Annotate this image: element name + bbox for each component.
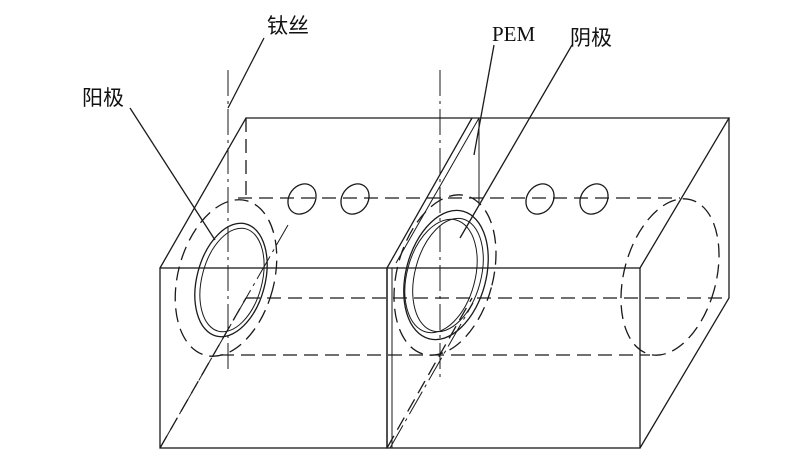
pem-sheet-top [395, 117, 480, 264]
top-face [159, 117, 731, 269]
anode-port-1 [287, 183, 317, 215]
cathode-port-1 [525, 183, 555, 215]
separator-top-edge [386, 117, 473, 269]
anode-label: 阳极 [82, 86, 124, 110]
mid-diagonal-centerline [389, 302, 474, 449]
cathode-bore-outline-hidden [393, 194, 497, 356]
titanium-wire-label: 钛丝 [267, 14, 309, 38]
cathode-ring-inner [412, 217, 484, 333]
hidden-mid-bottom-diagonal [386, 297, 473, 449]
anode-bore-outline-hidden [174, 199, 278, 357]
titanium-wire-leader-line [227, 37, 265, 109]
anode-block-front-face [159, 267, 388, 449]
anode-ring-outer [194, 222, 268, 338]
cathode-leader-line [459, 44, 573, 239]
cathode-label: 阴极 [570, 26, 612, 50]
pem-ring [404, 218, 478, 334]
anode-port-2 [340, 183, 370, 215]
far-end-bore-hidden [620, 198, 720, 356]
left-diagonal-centerline [159, 224, 289, 449]
cathode-block-front-face [386, 267, 641, 449]
cathode-ring-outer [403, 209, 489, 341]
anode-ring-inner [199, 227, 265, 333]
cathode-port-2 [579, 183, 609, 215]
anode-leader-line [129, 107, 216, 241]
pem-leader-line [473, 44, 495, 156]
right-face [639, 118, 730, 449]
pem-label: PEM [492, 22, 536, 46]
